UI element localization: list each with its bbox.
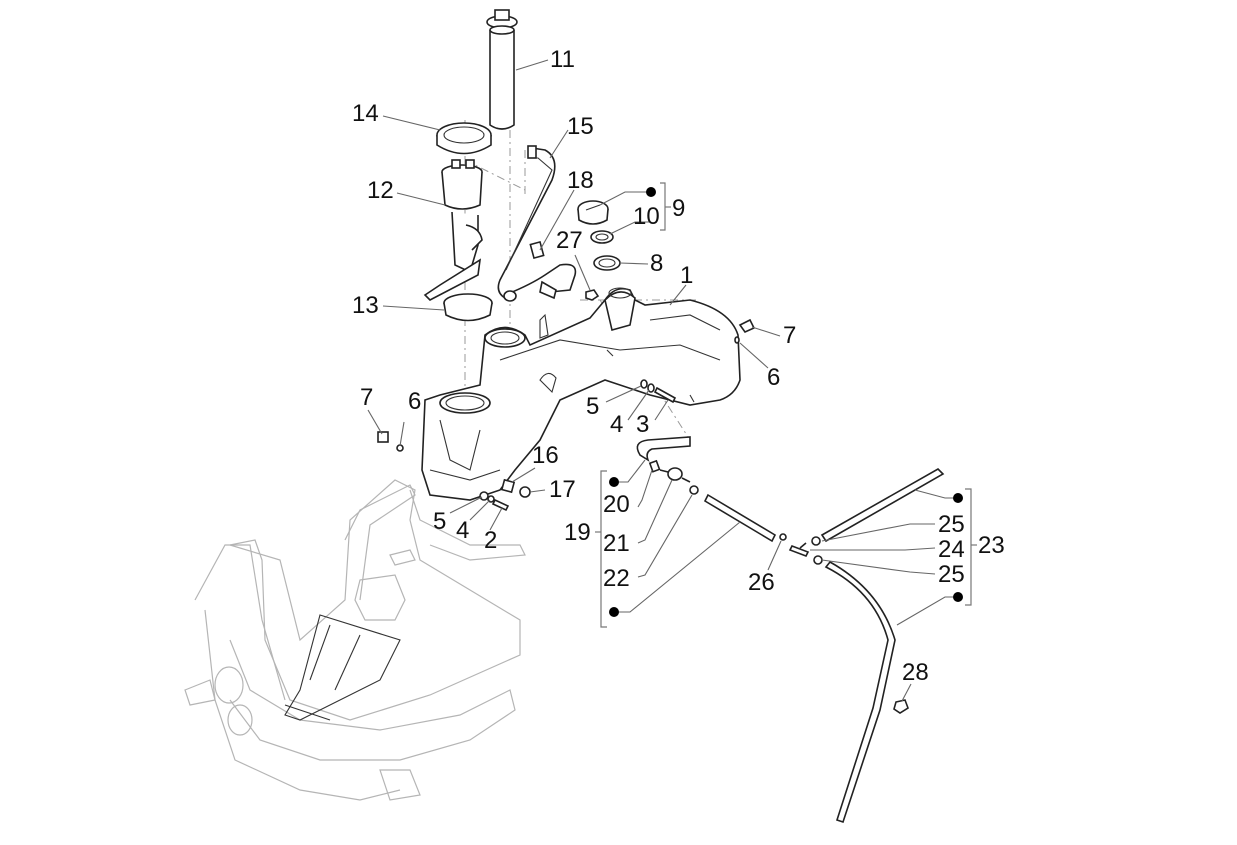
kit-dot-19-bottom [609,607,619,617]
vent-hose-assembly [636,436,777,543]
callout-4-left: 4 [456,517,469,544]
callout-11: 11 [550,46,575,73]
callout-23: 23 [978,532,1005,559]
callout-6-left: 6 [408,388,421,415]
callout-5-left: 5 [433,508,446,535]
callout-2: 2 [484,527,497,554]
part-9-filler-cap [577,200,609,225]
callout-17: 17 [549,476,576,503]
callout-18: 18 [567,167,594,194]
callout-7-right: 7 [783,322,796,349]
kit-brackets [595,182,977,628]
callout-20: 20 [603,491,630,518]
callout-13: 13 [352,292,379,319]
part-10-cap-seal [590,230,614,244]
part-15-hose [497,145,556,299]
scooter-frame [184,479,526,801]
callout-22: 22 [603,565,630,592]
callout-3: 3 [636,411,649,438]
callout-12: 12 [367,177,394,204]
callout-24: 24 [938,536,965,563]
callout-5-right: 5 [586,393,599,420]
callout-labels: 11 14 15 12 18 9 10 27 8 1 13 7 6 7 6 5 … [352,46,1005,686]
part-11-level-sender [486,9,518,130]
part-1-fuel-tank [421,287,741,501]
leader-lines [367,59,958,702]
callout-6-right: 6 [767,364,780,391]
part-14-ring-nut [436,122,492,155]
callout-7-left: 7 [360,384,373,411]
callout-8: 8 [650,250,663,277]
callout-28: 28 [902,659,929,686]
callout-25-bottom: 25 [938,561,965,588]
callout-25-top: 25 [938,511,965,538]
callout-15: 15 [567,113,594,140]
callout-9: 9 [672,195,685,222]
part-27-nut [585,289,600,301]
kit-dot-23-top [953,493,963,503]
callout-26: 26 [748,569,775,596]
part-18-fuel-hose [503,240,577,302]
callout-27: 27 [556,227,583,254]
part-13-gasket [443,293,493,322]
kit-dot-9 [646,187,656,197]
part-12-fuel-pump [423,159,483,301]
breather-hoses [779,468,945,824]
part-8-filler-ring [593,255,621,271]
callout-1: 1 [680,262,693,289]
callout-4-right: 4 [610,411,623,438]
callout-16: 16 [532,442,559,469]
kit-dot-23-bottom [953,592,963,602]
callout-19: 19 [564,519,591,546]
callout-10: 10 [633,203,660,230]
callout-21: 21 [603,530,630,557]
callout-14: 14 [352,100,379,127]
part-28-clip [893,699,909,714]
kit-dot-19-top [609,477,619,487]
